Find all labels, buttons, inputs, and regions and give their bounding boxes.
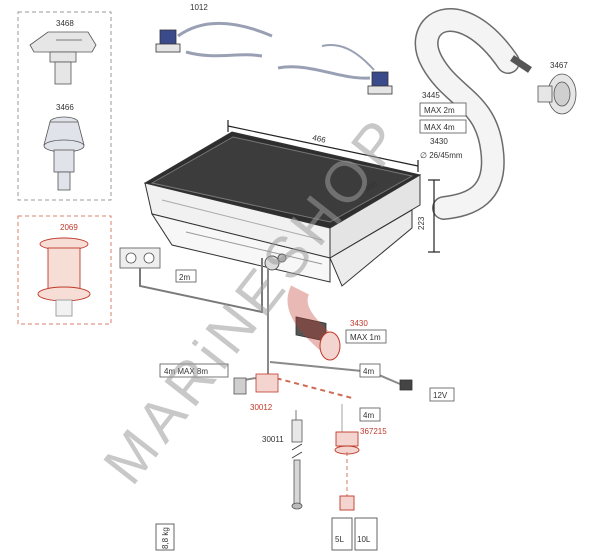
fan-grille bbox=[295, 316, 327, 342]
fuel-4m-max8m-label: 4m MAX 8m bbox=[164, 367, 208, 376]
cable-4m-box bbox=[359, 363, 381, 378]
air-hose-1012 bbox=[177, 21, 273, 38]
hose-max-2m-label: MAX 2m bbox=[424, 106, 455, 115]
outlet-2069-frame bbox=[17, 215, 112, 325]
corrugated-air-hose bbox=[414, 8, 520, 220]
tank-10l-label: 10L bbox=[357, 535, 371, 544]
outlet-3467-illustration bbox=[537, 73, 577, 115]
part-label-30012: 30012 bbox=[250, 403, 273, 412]
dim-height-223: 223 bbox=[417, 216, 426, 230]
weight-box bbox=[155, 523, 175, 551]
tank-5l bbox=[331, 517, 353, 551]
tank-10l bbox=[354, 517, 378, 551]
cable-2m-box bbox=[175, 269, 197, 283]
hose-connector bbox=[510, 55, 532, 73]
voltage-box bbox=[429, 387, 455, 402]
tank-fitting-367215 bbox=[334, 404, 360, 511]
fuel-pickup-30011 bbox=[291, 410, 303, 510]
heater-unit bbox=[143, 131, 422, 287]
part-label-3466: 3466 bbox=[56, 103, 74, 112]
part-label-3468: 3468 bbox=[56, 19, 74, 28]
exhaust-hose bbox=[287, 285, 341, 361]
pump-4m-box bbox=[359, 407, 381, 422]
outlet-2069-illustration bbox=[37, 237, 91, 317]
hose-max-4m-label: MAX 4m bbox=[424, 123, 455, 132]
control-panel bbox=[119, 247, 161, 269]
hose-diameter-label: ∅ 26/45mm bbox=[420, 151, 463, 160]
air-hose-1012-b bbox=[277, 65, 371, 80]
cable-4m-label: 4m bbox=[363, 367, 374, 376]
part-label-367215: 367215 bbox=[360, 427, 387, 436]
air-hose-1012-c bbox=[185, 50, 263, 58]
connector-port-b bbox=[277, 253, 287, 263]
height-dimension bbox=[428, 179, 440, 253]
fuel-line-red bbox=[267, 375, 353, 399]
length-dimension bbox=[227, 120, 419, 172]
fuel-4m-max8m-box bbox=[159, 363, 229, 378]
cable-2m-label: 2m bbox=[179, 273, 190, 282]
hose-max-2m-box bbox=[419, 102, 467, 117]
part-label-3430-top: 3430 bbox=[430, 137, 448, 146]
connector-port bbox=[264, 255, 280, 271]
pump-4m-label: 4m bbox=[363, 411, 374, 420]
voltage-label: 12V bbox=[433, 391, 448, 400]
air-hose-1012-d bbox=[321, 44, 375, 71]
tank-5l-label: 5L bbox=[335, 535, 344, 544]
outlet-3466-illustration bbox=[43, 116, 85, 191]
control-cable bbox=[139, 258, 263, 314]
exhaust-max-1m-box bbox=[345, 329, 387, 344]
outlet-3468-illustration bbox=[29, 31, 97, 85]
fuel-pump-30012 bbox=[233, 373, 279, 395]
part-label-3467: 3467 bbox=[550, 61, 568, 70]
dim-length-466: 466 bbox=[312, 133, 327, 145]
weight-label: 8,8 kg bbox=[161, 527, 170, 549]
part-label-2069: 2069 bbox=[60, 223, 78, 232]
valve-1012-illustration bbox=[155, 29, 393, 95]
part-label-3430-mid: 3430 bbox=[350, 319, 368, 328]
part-label-30011: 30011 bbox=[262, 435, 284, 444]
exhaust-max-1m-label: MAX 1m bbox=[350, 333, 381, 342]
hose-max-4m-box bbox=[419, 119, 467, 134]
battery-plug bbox=[399, 379, 413, 391]
part-label-1012: 1012 bbox=[190, 3, 208, 12]
part-label-3445: 3445 bbox=[422, 91, 440, 100]
